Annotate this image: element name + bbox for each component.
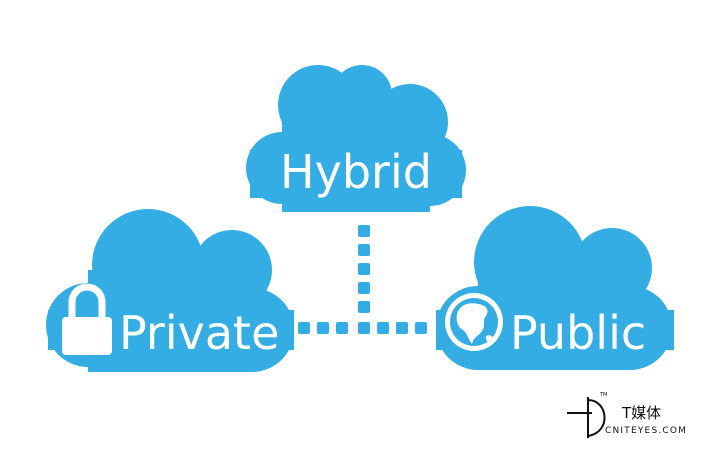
connectors (298, 225, 427, 334)
cloud-hybrid: Hybrid (246, 65, 466, 212)
cloud-private-label: Private (119, 306, 279, 360)
cloud-hybrid-label: Hybrid (280, 145, 432, 199)
watermark-site: CNITEYES.COM (605, 426, 687, 436)
connector-horizontal (298, 322, 427, 334)
watermark-logo (567, 397, 606, 438)
cloud-public: Public (436, 206, 674, 370)
lock-icon (62, 283, 112, 355)
globe-icon (445, 293, 503, 351)
cloud-public-label: Public (510, 306, 646, 360)
watermark: TM T媒体 CNITEYES.COM (567, 392, 687, 438)
connector-vertical (358, 225, 370, 313)
watermark-tm: TM (599, 392, 607, 398)
watermark-name: T媒体 (621, 404, 661, 422)
cloud-private: Private (46, 209, 294, 372)
